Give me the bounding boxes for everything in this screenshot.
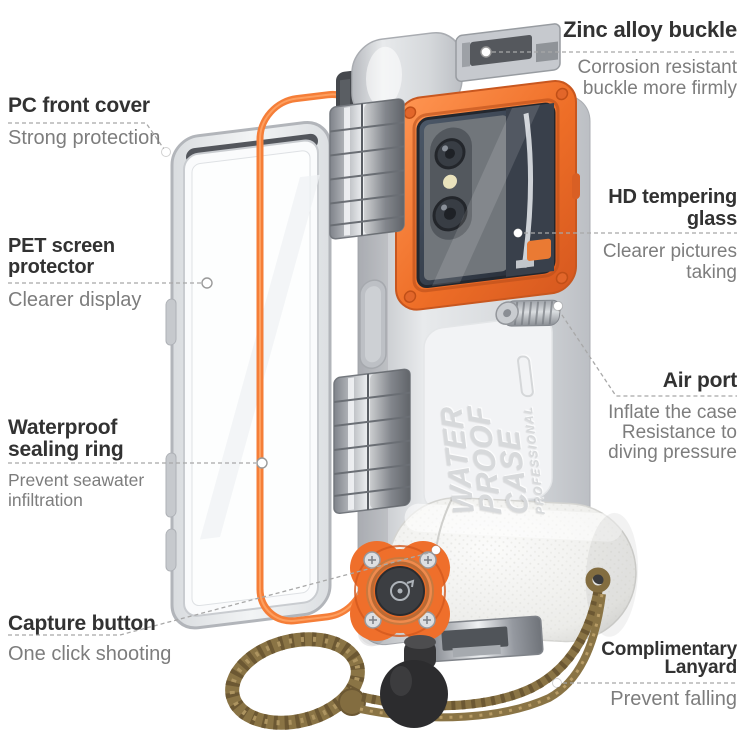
- capture-button-part: [350, 541, 450, 641]
- hinge-top-part: [329, 98, 405, 240]
- callout-capture-button-title: Capture button: [8, 612, 156, 635]
- callout-capture-button-desc: One click shooting: [8, 643, 172, 665]
- callout-air-port-desc: Inflate the case Resistance to diving pr…: [608, 402, 737, 463]
- bottom-buckle-part: [423, 615, 544, 663]
- callout-pet-screen-protector-title: PET screen protector: [8, 235, 115, 278]
- air-port-valve-part: [495, 299, 561, 327]
- grip-part: [387, 497, 639, 643]
- leader-capture-button: [8, 550, 437, 636]
- shutter-icon: [390, 579, 415, 601]
- callout-waterproof-sealing-ring-desc: Prevent seawater infiltration: [8, 470, 145, 510]
- leader-air-port: [557, 308, 737, 397]
- hinge-bottom-part: [333, 368, 411, 515]
- leader-pc-front-cover: [8, 122, 165, 150]
- callout-air-port-title: Air port: [662, 369, 737, 392]
- camera-frame-part: [392, 80, 580, 311]
- phone-camera-part: [424, 115, 508, 281]
- callout-hd-tempering-glass-title: HD tempering glass: [608, 186, 737, 230]
- callout-pet-screen-protector-desc: Clearer display: [8, 289, 142, 311]
- connector-dots: [161, 46, 563, 688]
- callout-waterproof-sealing-ring-title: Waterproof sealing ring: [8, 416, 124, 461]
- lanyard-part: [225, 567, 611, 730]
- callout-complimentary-lanyard-desc: Prevent falling: [610, 688, 737, 710]
- pc-front-cover-part: [165, 120, 332, 630]
- callout-complimentary-lanyard-title: Complimentary Lanyard: [601, 639, 737, 678]
- callout-zinc-alloy-buckle-title: Zinc alloy buckle: [563, 17, 737, 42]
- callout-pc-front-cover-title: PC front cover: [8, 94, 150, 117]
- callout-hd-tempering-glass-desc: Clearer pictures taking: [602, 241, 737, 283]
- leader-lines: [8, 51, 737, 684]
- brand-plate: [423, 315, 553, 511]
- capture-button-screws: [363, 551, 437, 629]
- cord-lock-toggle-part: [380, 635, 448, 728]
- callout-pc-front-cover-desc: Strong protection: [8, 127, 161, 149]
- callout-zinc-alloy-buckle-desc: Corrosion resistant buckle more firmly: [577, 57, 737, 99]
